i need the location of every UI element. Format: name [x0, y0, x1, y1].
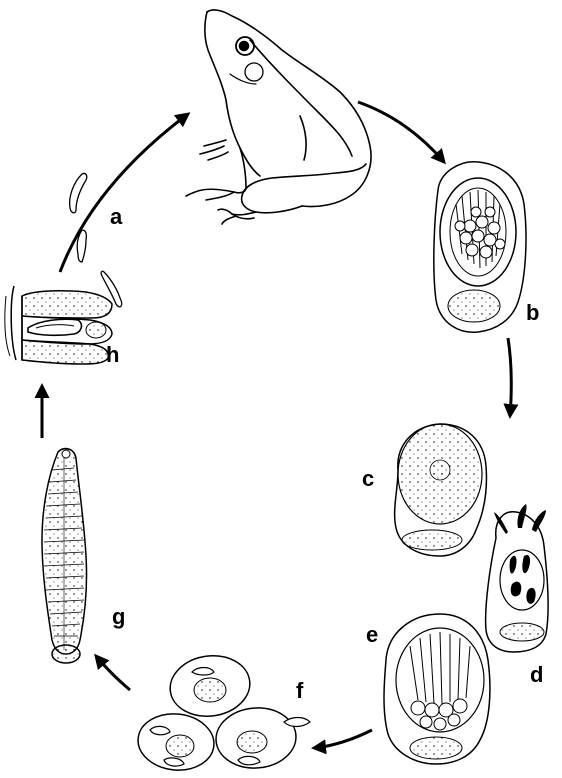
- arrow-b-to-c: [508, 338, 511, 416]
- label-h: h: [106, 344, 119, 366]
- label-a: a: [110, 206, 122, 228]
- label-f: f: [296, 680, 303, 702]
- arrow-f-to-g: [96, 656, 130, 690]
- stage-h-intestinal-tissue: [5, 286, 112, 364]
- stage-a-sporozoites: [70, 173, 122, 306]
- stage-g-leech: [42, 449, 87, 663]
- label-g: g: [112, 606, 125, 628]
- label-e: e: [366, 624, 378, 646]
- stage-e-oocyst: [384, 614, 490, 764]
- arrow-e-to-f: [314, 730, 372, 748]
- frog-illustration: [186, 10, 371, 224]
- stage-f-infected-cells: [135, 651, 310, 774]
- stage-d-rupturing-oocyst: [486, 504, 549, 652]
- stage-b-oocyst: [434, 162, 526, 332]
- label-b: b: [526, 302, 539, 324]
- label-c: c: [362, 468, 374, 490]
- stage-c-oocyst: [395, 424, 487, 556]
- label-d: d: [530, 664, 543, 686]
